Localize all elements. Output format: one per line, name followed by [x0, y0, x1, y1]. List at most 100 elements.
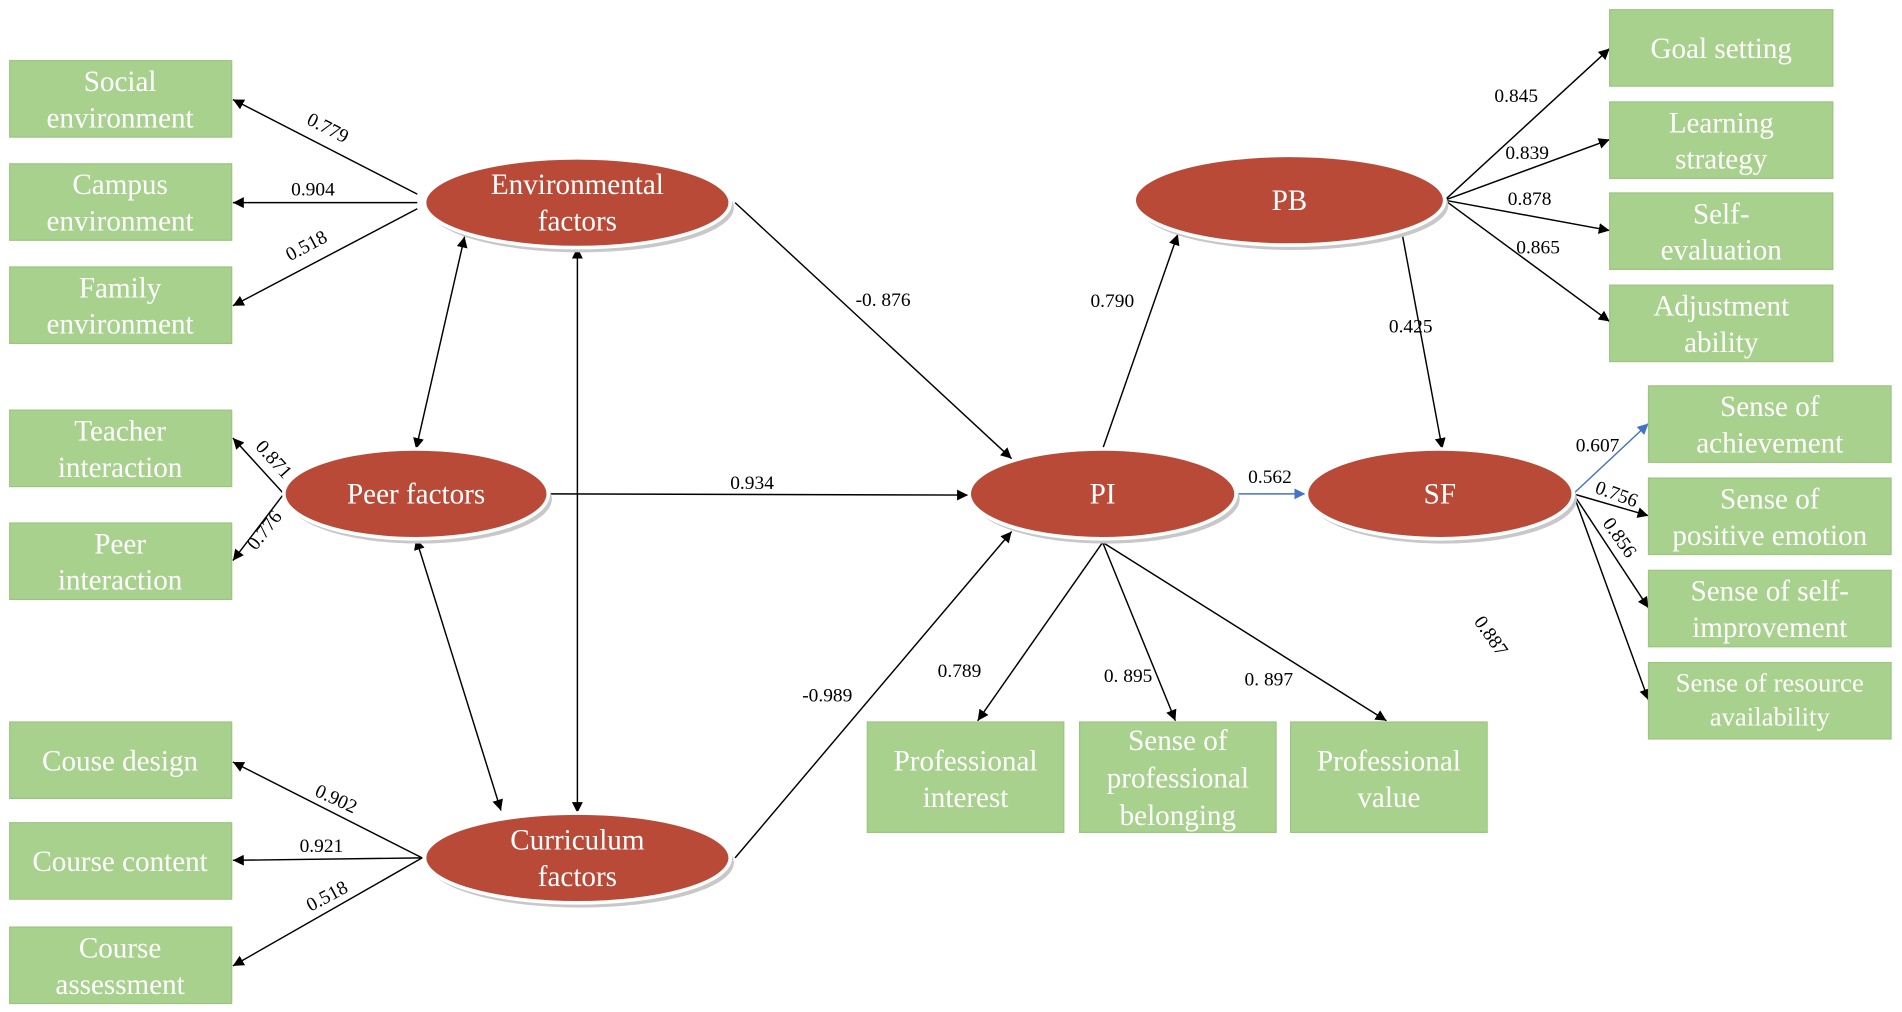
indicator-label-line: improvement — [1692, 612, 1847, 644]
indicator-label-line: strategy — [1675, 144, 1768, 176]
indicator-label-line: environment — [47, 206, 194, 238]
path-coefficient-pb-selfeval: 0.878 — [1508, 189, 1552, 210]
path-coefficient-pi-value: 0. 897 — [1245, 670, 1294, 691]
path-arrow-sf-emotion — [1573, 493, 1649, 518]
indicator-label-line: Course — [79, 932, 161, 964]
construct-label-line: SF — [1424, 479, 1456, 511]
indicator-campus-environment: Campus environment — [9, 163, 233, 241]
indicator-professional-belonging: Sense of professional belonging — [1078, 721, 1277, 834]
edges-layer — [232, 48, 1650, 967]
path-arrow-sf-improve — [1572, 493, 1650, 609]
indicator-label-line: Sense of self- — [1691, 576, 1849, 608]
path-coefficient-env-family: 0.518 — [283, 227, 331, 266]
path-coefficient-env-pi: -0. 876 — [856, 290, 911, 311]
path-coefficient-peer-peer: 0.776 — [243, 507, 287, 555]
indicator-label-line: interaction — [58, 565, 183, 597]
path-arrow-sf-achievement — [1572, 422, 1649, 495]
path-arrow-pb-learning — [1444, 138, 1610, 201]
indicator-label-line: Sense of — [1720, 391, 1820, 423]
path-coefficient-curr-content: 0.921 — [300, 836, 344, 857]
path-arrow-pb-goal — [1444, 48, 1611, 201]
construct-label-line: Environmental — [491, 169, 664, 201]
indicator-label-line: Social — [84, 66, 157, 98]
path-arrow-peer-pi — [548, 489, 968, 501]
path-arrow-pb-adjust — [1444, 199, 1611, 323]
construct-label-line: factors — [538, 861, 617, 893]
indicator-course-content: Course content — [9, 822, 233, 900]
indicator-label-line: belonging — [1120, 800, 1236, 832]
indicator-label-line: Peer — [94, 528, 146, 560]
svg-text:Self-evaluation: Self-evaluation — [1661, 198, 1783, 266]
indicator-professional-interest: Professional interest — [866, 721, 1065, 834]
indicator-self-evaluation: Self-evaluation — [1609, 192, 1834, 270]
path-coefficient-curr-assess: 0.518 — [303, 877, 351, 916]
indicator-label-line: achievement — [1696, 428, 1843, 460]
indicator-label-line: Family — [79, 272, 162, 304]
indicator-label-line: professional — [1107, 763, 1249, 795]
path-arrow-curr-design — [232, 761, 423, 859]
path-coefficient-pi-belonging: 0. 895 — [1104, 666, 1153, 687]
svg-text:SF: SF — [1424, 479, 1456, 511]
path-coefficient-pb-learning: 0.839 — [1505, 143, 1549, 164]
indicator-peer-interaction: Peer interaction — [9, 522, 233, 601]
svg-text:Couse design: Couse design — [42, 746, 198, 778]
svg-text:Course content: Course content — [32, 846, 207, 878]
path-arrow-pi-interest — [977, 541, 1104, 722]
indicator-label-line: Sense of — [1128, 725, 1228, 757]
path-arrow-curr-pi — [734, 531, 1013, 859]
path-coefficient-pi-interest: 0.789 — [938, 661, 982, 682]
indicator-label-line: assessment — [55, 969, 184, 1001]
indicator-label-line: Sense of resource — [1676, 668, 1864, 698]
construct-label-line: PI — [1090, 479, 1116, 511]
indicator-label-line: Campus — [72, 169, 167, 201]
indicator-label-line: interest — [923, 782, 1009, 814]
indicator-course-design: Couse design — [9, 721, 233, 800]
svg-text:PB: PB — [1272, 185, 1308, 217]
path-coefficient-peer-pi: 0.934 — [730, 473, 774, 494]
path-coefficient-pb-adjust: 0.865 — [1516, 238, 1560, 259]
svg-text:Peer factors: Peer factors — [347, 479, 485, 511]
path-coefficient-pi-pb: 0.790 — [1090, 291, 1134, 312]
indicator-label-line: Professional — [894, 746, 1038, 778]
construct-label-line: PB — [1272, 185, 1308, 217]
indicator-label-line: Self- — [1693, 198, 1750, 230]
indicator-label-line: ability — [1684, 327, 1759, 359]
path-coefficient-curr-pi: -0.989 — [802, 685, 852, 706]
path-arrow-pb-selfeval — [1444, 199, 1610, 234]
indicator-label-line: Goal setting — [1651, 33, 1792, 65]
path-arrow-peer-teacher — [232, 437, 285, 495]
svg-text:Goal setting: Goal setting — [1651, 33, 1792, 65]
path-arrow-curr-content — [232, 854, 423, 866]
correlation-arrow-peer-curr — [414, 538, 503, 811]
path-arrow-pi-belonging — [1101, 542, 1177, 722]
path-arrow-pi-pb — [1101, 233, 1180, 450]
construct-label-line: factors — [538, 206, 617, 238]
path-coefficient-sf-resource: 0.887 — [1469, 612, 1511, 660]
path-coefficient-pi-sf: 0.562 — [1248, 467, 1292, 488]
indicator-course-assessment: Course assessment — [9, 926, 233, 1005]
indicator-goal-setting: Goal setting — [1609, 9, 1834, 87]
indicator-label-line: evaluation — [1661, 235, 1783, 267]
path-coefficient-sf-improve: 0.856 — [1598, 514, 1640, 562]
indicator-sense-of-achievement: Sense of achievement — [1647, 385, 1892, 463]
construct-pi: PI — [967, 447, 1240, 544]
indicator-label-line: Sense of — [1720, 483, 1820, 515]
path-arrow-env-pi — [734, 202, 1013, 460]
construct-sf: SF — [1304, 447, 1577, 544]
